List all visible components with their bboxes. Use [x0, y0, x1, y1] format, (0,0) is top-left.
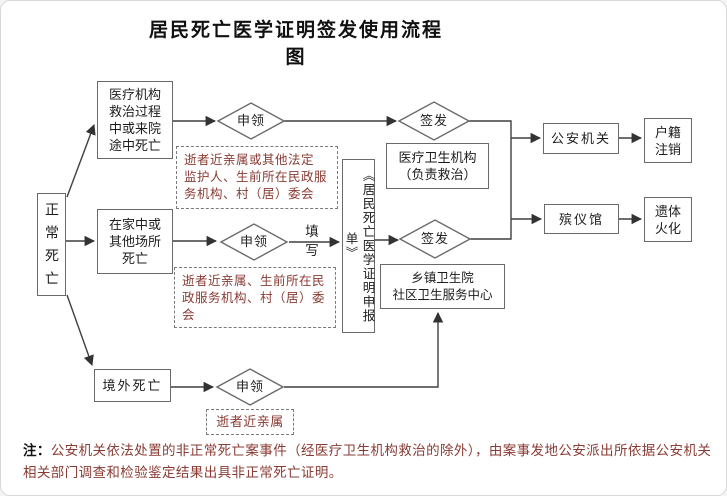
footnote-prefix: 注： [23, 443, 51, 458]
node-medical-institution-death: 医疗机构 救治过程 中或来院 途中死亡 [97, 81, 173, 159]
applicants-box-relatives-civil-affairs: 逝者近亲属、生前所在民 政服务机构、村（居）委 会 [174, 267, 336, 328]
applicants-box-legal-guardians: 逝者近亲属或其他法定 监护人、生前所在民政服 务机构、村（居）委会 [176, 146, 338, 209]
arrow-normal-to-medical [66, 124, 96, 198]
node-normal-death: 正常死亡 [37, 193, 66, 296]
diamond-issue-2 [398, 219, 472, 259]
applicants-box-close-relatives: 逝者近亲属 [206, 409, 294, 435]
node-township-health-center: 乡镇卫生院 社区卫生服务中心 [380, 264, 505, 309]
diamond-label-apply-3: 申领 [235, 379, 264, 394]
diamond-apply-3 [215, 368, 285, 406]
diamond-issue-1 [397, 101, 471, 141]
node-abroad-death: 境外死亡 [94, 369, 171, 402]
node-declaration-form: 《居民死亡医学证明申报单》 [342, 159, 375, 333]
node-funeral-home: 殡仪馆 [544, 204, 619, 234]
node-cremation: 遗体 火化 [644, 197, 692, 242]
page-title: 居民死亡医学证明签发使用流程图 [148, 20, 443, 68]
node-home-or-other-place-death: 在家中或 其他场所 死亡 [97, 209, 173, 274]
diamond-apply-2 [219, 223, 289, 261]
diamond-label-issue-1: 签发 [419, 113, 448, 128]
footnote: 注：公安机关依法处置的非正常死亡案事件（经医疗卫生机构救治的除外），由案事发地公… [23, 440, 713, 484]
node-household-cancellation: 户籍 注销 [644, 118, 692, 163]
arrow-normal-to-abroad [66, 294, 94, 366]
bus-issue [469, 120, 512, 240]
diamond-label-apply-1: 申领 [236, 113, 265, 128]
node-medical-health-org: 医疗卫生机构 （负责救治） [386, 143, 489, 189]
node-police-authority: 公安机关 [543, 123, 619, 154]
edge-label-fill-in: 填 写 [305, 224, 319, 258]
diamond-label-apply-2: 申领 [239, 234, 268, 249]
arrow-apply3-to-township [284, 311, 444, 388]
diamond-label-issue-2: 签发 [420, 231, 449, 246]
footnote-body: 公安机关依法处置的非正常死亡案事件（经医疗卫生机构救治的除外），由案事发地公安派… [23, 443, 712, 480]
diamond-apply-1 [216, 102, 286, 140]
